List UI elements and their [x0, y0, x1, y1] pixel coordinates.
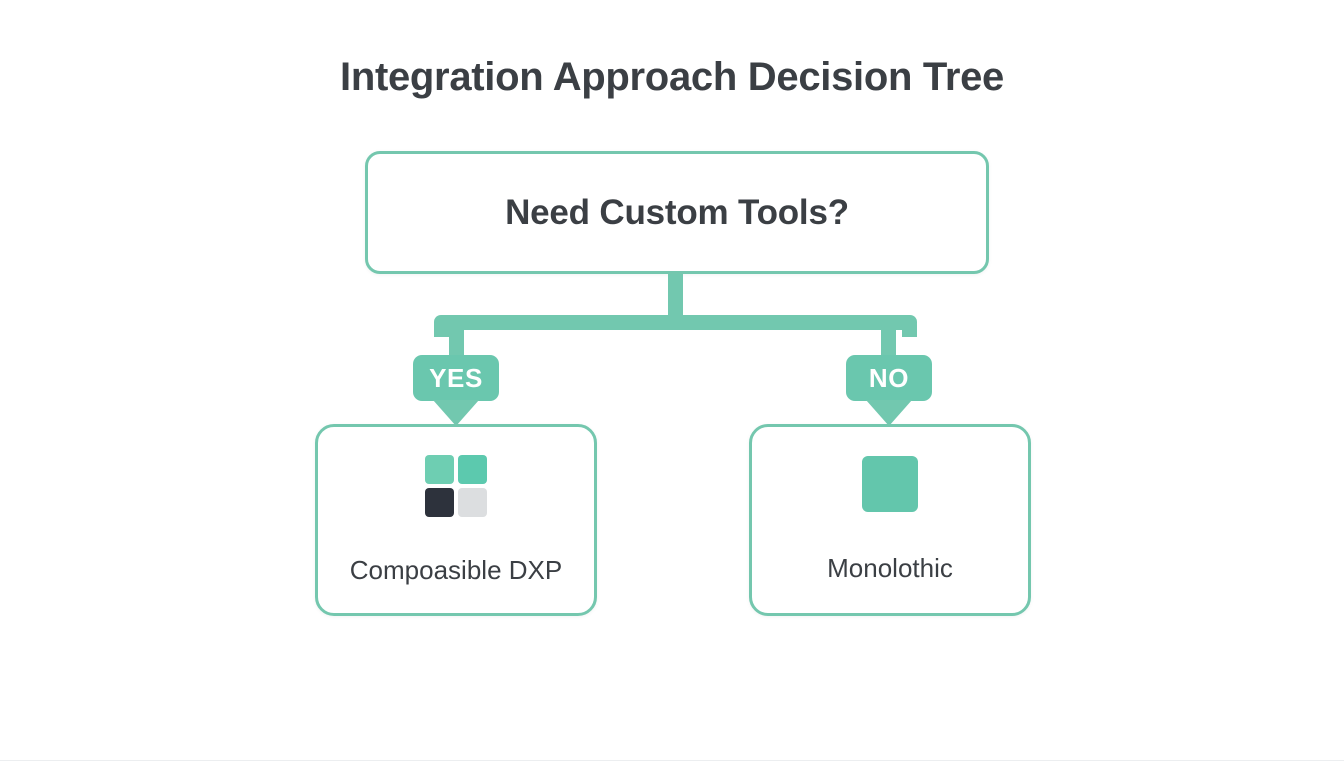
connector-stem — [668, 274, 683, 322]
grid-2x2-icon — [425, 454, 487, 517]
grid-cell-top-right — [458, 454, 487, 484]
connector-horizontal-bar — [434, 315, 917, 330]
decision-node-label: Need Custom Tools? — [505, 192, 849, 232]
outcome-label-monolithic: Monolothic — [827, 553, 953, 583]
grid-cell-bottom-right — [458, 487, 487, 517]
branch-yes[interactable]: YES — [413, 355, 499, 426]
arrow-down-icon-yes — [433, 400, 479, 426]
branch-yes-label: YES — [413, 355, 499, 401]
outcome-node-monolithic[interactable]: Monolothic — [749, 424, 1031, 616]
branch-no[interactable]: NO — [846, 355, 932, 426]
connector-drop-right — [881, 320, 896, 358]
grid-cell-top-left — [425, 454, 454, 484]
outcome-node-composable-dxp[interactable]: Compoasible DXP — [315, 424, 597, 616]
outcome-label-composable-dxp: Compoasible DXP — [349, 554, 563, 585]
bottom-divider — [0, 760, 1344, 761]
grid-cell-bottom-left — [425, 487, 454, 517]
connector-drop-left — [449, 320, 464, 358]
solid-square-icon — [862, 456, 918, 512]
branch-no-label: NO — [846, 355, 932, 401]
page-title: Integration Approach Decision Tree — [340, 55, 1004, 99]
decision-node-root[interactable]: Need Custom Tools? — [365, 151, 989, 274]
arrow-down-icon-no — [866, 400, 912, 426]
connector-elbow-right — [895, 315, 917, 337]
